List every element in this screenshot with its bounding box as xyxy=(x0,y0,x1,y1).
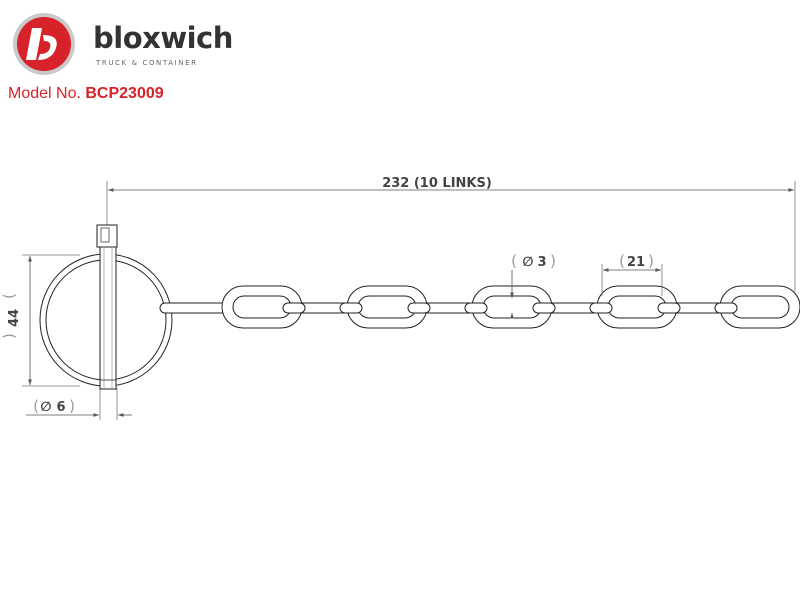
model-value: BCP23009 xyxy=(85,85,164,102)
model-label: Model No. xyxy=(8,85,81,102)
svg-text:): ) xyxy=(69,397,75,415)
total-length-dimension: 232 (10 LINKS) xyxy=(106,176,796,292)
link-length-label: 21 xyxy=(627,255,645,270)
svg-text:(: ( xyxy=(619,252,625,270)
svg-text:): ) xyxy=(550,252,556,270)
wire-diameter-label: 3 xyxy=(537,255,546,270)
pin-diameter-symbol: ∅ xyxy=(40,400,51,415)
pin-diameter-dimension: ( ∅ 6 ) xyxy=(26,388,132,420)
svg-text:(: ( xyxy=(0,293,18,299)
wire-diameter-dimension: ( ∅ 3 ) xyxy=(510,252,556,319)
brand-logo: bloxwich TRUCK & CONTAINER xyxy=(10,8,233,80)
wire-diameter-symbol: ∅ xyxy=(522,255,533,270)
link-overlap-ends xyxy=(282,302,738,314)
svg-text:): ) xyxy=(648,252,654,270)
lynch-pin xyxy=(96,224,118,390)
svg-text:): ) xyxy=(0,333,18,339)
ring-height-dimension: ( 44 ) xyxy=(0,254,80,387)
model-number: Model No. BCP23009 xyxy=(8,86,164,102)
svg-text:(: ( xyxy=(511,252,517,270)
link-length-dimension: ( 21 ) xyxy=(601,252,663,296)
pin-diameter-label: 6 xyxy=(56,400,65,415)
total-length-label: 232 (10 LINKS) xyxy=(382,176,492,191)
brand-tagline: TRUCK & CONTAINER xyxy=(96,59,198,67)
bloxwich-emblem-icon xyxy=(13,13,75,75)
ring-height-label: 44 xyxy=(7,309,22,327)
brand-name: bloxwich xyxy=(93,21,233,55)
svg-text:(: ( xyxy=(33,397,39,415)
